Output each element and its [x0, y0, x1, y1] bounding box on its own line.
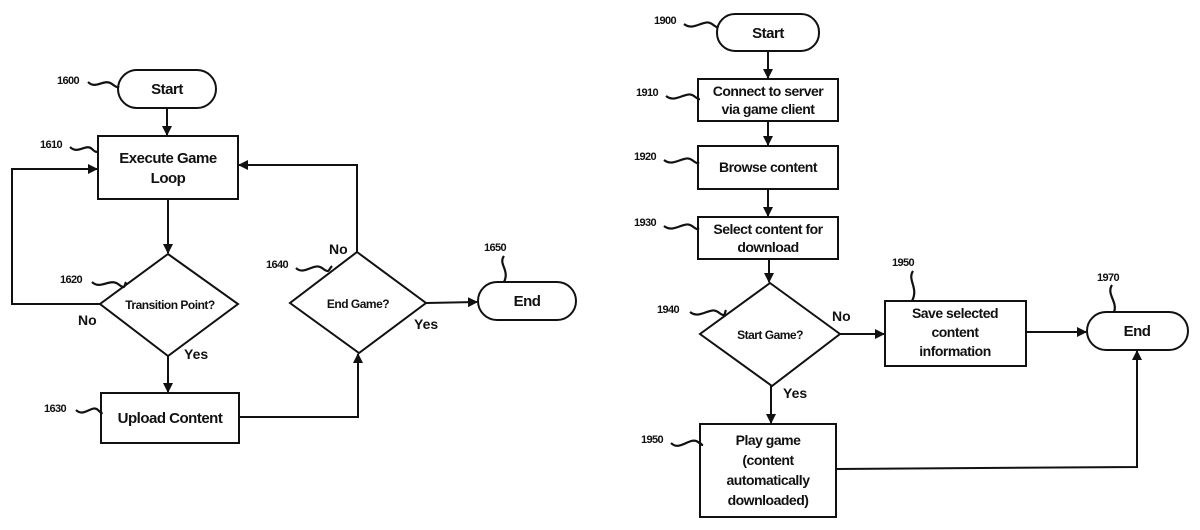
- leader-line: [1110, 285, 1115, 312]
- node-label-line-3: information: [919, 343, 991, 359]
- node-play-game-1950: Play game (content automatically downloa…: [641, 424, 836, 517]
- node-label: Start: [752, 25, 784, 42]
- arrow-upload-to-endgame: [239, 354, 358, 417]
- leader-line: [664, 224, 698, 229]
- arrow-play-to-end: [836, 351, 1137, 469]
- leader-line: [76, 408, 102, 413]
- node-end-game-1640: End Game? 1640: [266, 252, 426, 353]
- reference-number: 1910: [636, 87, 659, 99]
- leader-line: [911, 271, 914, 301]
- leader-line: [502, 256, 505, 282]
- node-label-line-2: content: [931, 324, 979, 340]
- node-end-1970: End 1970: [1087, 272, 1188, 350]
- node-label: End: [514, 293, 541, 310]
- node-label-line-3: automatically: [727, 472, 811, 488]
- node-label: Start Game?: [737, 328, 803, 342]
- node-label: Upload Content: [118, 410, 223, 427]
- node-label-line-2: (content: [742, 452, 794, 468]
- reference-number: 1950: [641, 434, 664, 446]
- figure-left: Start 1600 Execute Game Loop 1610 Transi…: [12, 70, 576, 443]
- edge-label-no: No: [832, 308, 851, 324]
- node-label-line-1: Save selected: [912, 305, 998, 321]
- node-connect-server-1910: Connect to server via game client 1910: [636, 79, 838, 121]
- reference-number: 1620: [60, 274, 83, 286]
- node-label-line-2: Loop: [151, 170, 186, 187]
- node-label: End: [1124, 323, 1151, 340]
- node-end-1650: End 1650: [478, 242, 576, 320]
- reference-number: 1900: [654, 15, 677, 27]
- node-label: Start: [151, 81, 183, 98]
- node-start-game-1940: Start Game? 1940: [657, 283, 840, 386]
- figure-right: Start 1900 Connect to server via game cl…: [634, 14, 1188, 517]
- reference-number: 1940: [657, 304, 680, 316]
- reference-number: 1650: [484, 242, 507, 254]
- reference-number: 1630: [44, 403, 67, 415]
- reference-number: 1600: [57, 75, 80, 87]
- leader-line: [296, 266, 332, 271]
- edge-label-yes: Yes: [783, 385, 807, 401]
- leader-line: [92, 282, 126, 287]
- node-save-selected-1950: Save selected content information 1950: [885, 257, 1026, 366]
- leader-line: [70, 147, 98, 152]
- reference-number: 1640: [266, 259, 289, 271]
- edge-label-yes: Yes: [414, 316, 438, 332]
- leader-line: [88, 82, 118, 87]
- arrow-endgame-yes-to-end: [426, 302, 477, 303]
- process-box: [98, 136, 238, 199]
- node-label-line-2: download: [737, 239, 798, 255]
- reference-number: 1970: [1097, 272, 1120, 284]
- node-label-line-1: Select content for: [713, 221, 823, 237]
- edge-label-yes: Yes: [184, 346, 208, 362]
- node-select-content-1930: Select content for download 1930: [634, 217, 838, 259]
- node-label: Browse content: [719, 159, 818, 175]
- node-execute-game-loop-1610: Execute Game Loop 1610: [40, 136, 238, 199]
- node-label: Transition Point?: [125, 298, 215, 312]
- reference-number: 1610: [40, 139, 63, 151]
- node-label: End Game?: [327, 297, 389, 311]
- node-start-1600: Start 1600: [57, 70, 216, 108]
- leader-line: [666, 94, 699, 99]
- node-label-line-4: downloaded): [728, 492, 809, 508]
- leader-line: [664, 158, 698, 163]
- node-label-line-1: Connect to server: [713, 83, 825, 99]
- arrow-endgame-no-loop: [239, 165, 357, 252]
- reference-number: 1930: [634, 217, 657, 229]
- node-label-line-1: Execute Game: [119, 150, 217, 167]
- node-label-line-1: Play game: [736, 432, 801, 448]
- edge-label-no: No: [329, 241, 348, 257]
- node-upload-content-1630: Upload Content 1630: [44, 393, 239, 443]
- node-start-1900: Start 1900: [654, 14, 819, 51]
- reference-number: 1950: [892, 257, 915, 269]
- leader-line: [690, 310, 726, 315]
- arrow-transition-no-loop: [12, 169, 100, 304]
- node-label-line-2: via game client: [722, 101, 816, 117]
- edge-label-no: No: [78, 312, 97, 328]
- leader-line: [684, 22, 718, 27]
- node-browse-content-1920: Browse content 1920: [634, 146, 838, 189]
- leader-line: [671, 441, 702, 446]
- reference-number: 1920: [634, 151, 657, 163]
